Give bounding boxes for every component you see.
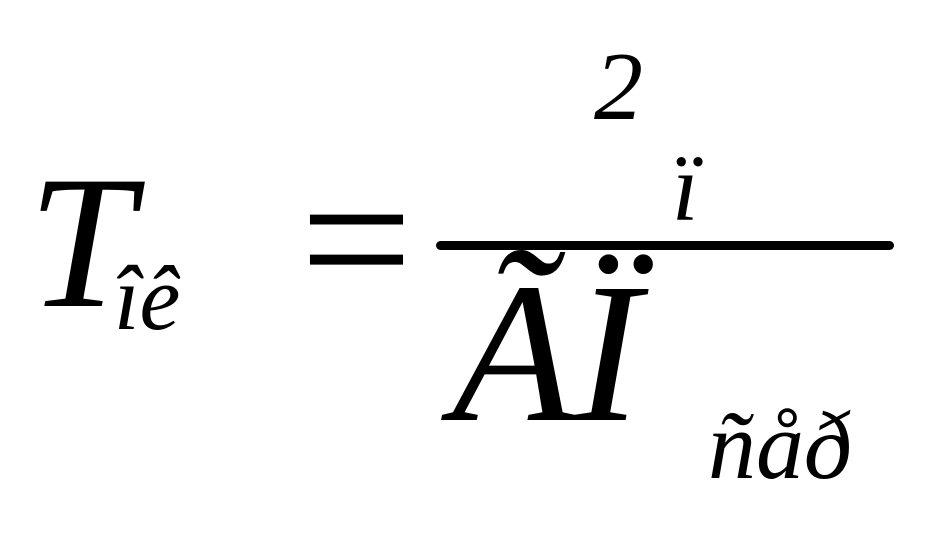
fraction-bar — [436, 241, 894, 250]
lhs-symbol: T — [28, 138, 134, 348]
denominator-symbol: ÃÏ — [452, 243, 641, 464]
lhs-subscript: îê — [114, 247, 181, 349]
equals-sign: = — [300, 129, 413, 350]
denominator-subscript: ñåð — [708, 392, 852, 499]
numerator-symbol: ï — [672, 134, 699, 241]
numerator-superscript: 2 — [594, 33, 643, 141]
